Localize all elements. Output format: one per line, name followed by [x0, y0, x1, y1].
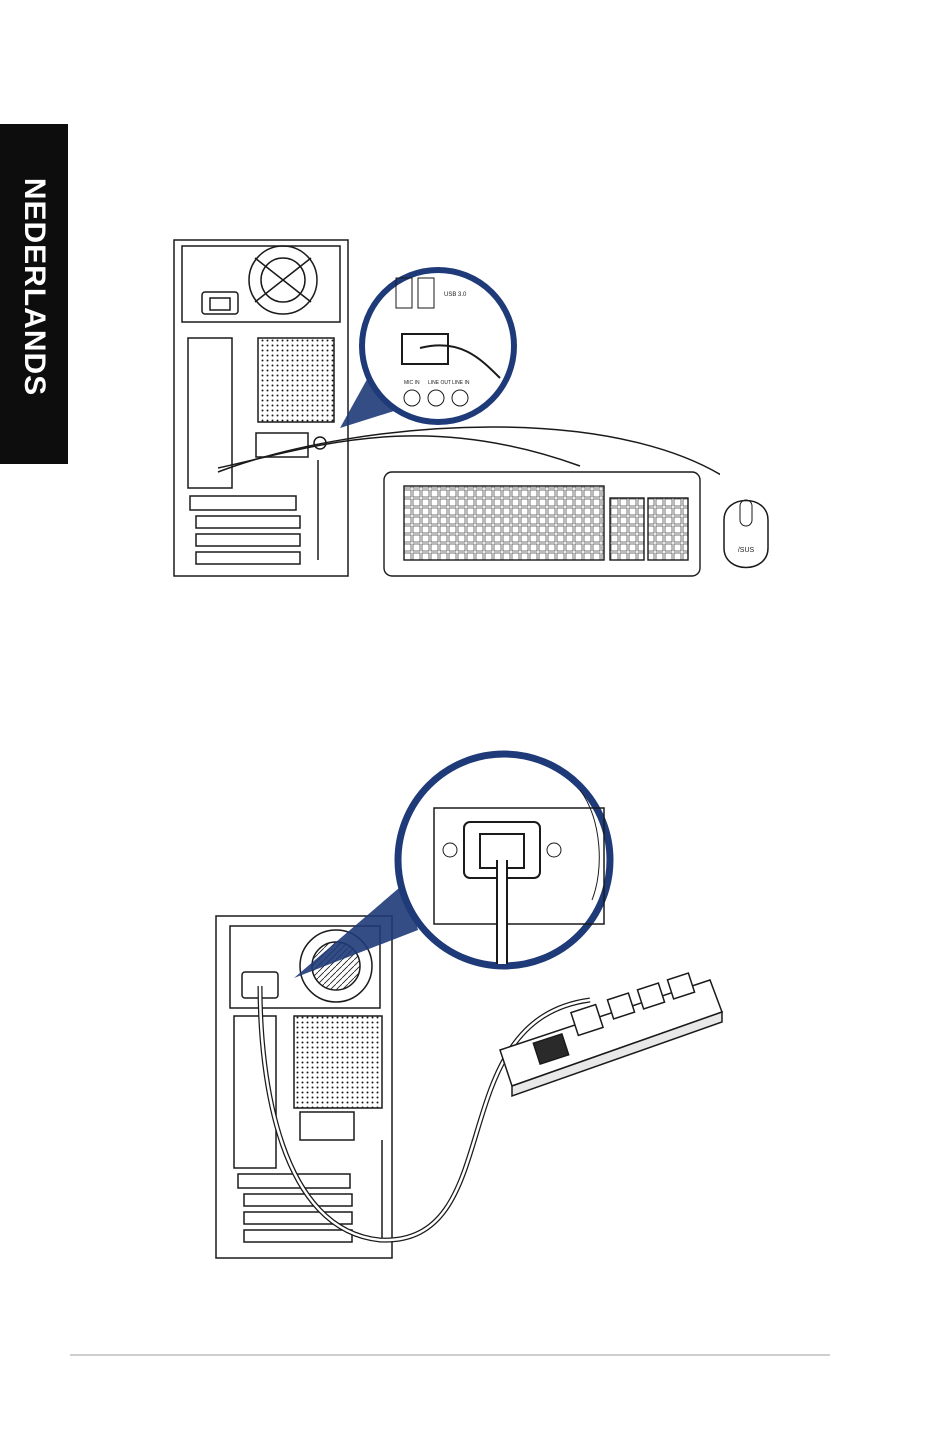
tower-rear-panel — [174, 240, 348, 576]
keyboard-mouse-illustration: USB 3.0 MIC IN LINE OUT LINE IN — [160, 228, 720, 588]
power-socket-zoom-callout — [294, 754, 610, 978]
footer-rule — [70, 1354, 830, 1356]
power-strip — [500, 973, 722, 1096]
mouse-logo: /SUS — [738, 547, 755, 554]
usb-zoom-callout: USB 3.0 MIC IN LINE OUT LINE IN — [340, 270, 514, 428]
keyboard-cable — [218, 436, 580, 468]
mouse: /SUS — [718, 490, 774, 576]
keyboard — [384, 472, 700, 576]
language-label: NEDERLANDS — [17, 178, 51, 396]
mic-in-label: MIC IN — [404, 380, 420, 386]
line-in-label: LINE IN — [452, 380, 470, 386]
tower-rear-panel-2 — [216, 916, 392, 1258]
line-out-label: LINE OUT — [428, 380, 451, 386]
power-cord-illustration — [210, 750, 730, 1270]
usb3-label: USB 3.0 — [444, 292, 467, 298]
